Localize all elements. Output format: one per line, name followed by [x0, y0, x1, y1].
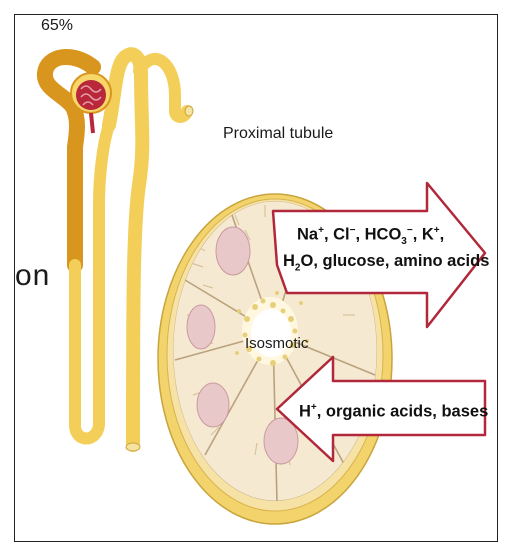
distal-tubule — [109, 54, 142, 445]
nucleus — [187, 305, 215, 349]
cropped-word: on — [15, 259, 50, 293]
reabsorbed-ions-line: Na+, Cl−, HCO3−, K+, — [297, 221, 444, 252]
percent-label: 65% — [41, 17, 73, 35]
duct-end — [126, 443, 140, 451]
reabsorbed-solutes-line: H2O, glucose, amino acids — [283, 251, 489, 278]
nucleus — [197, 383, 229, 427]
nucleus — [216, 227, 250, 275]
figure-frame: 65% on Proximal tubule Isosmotic Na+, Cl… — [14, 14, 498, 542]
glomerulus — [76, 80, 106, 110]
nephron-diagram — [15, 15, 498, 542]
tubule-title: Proximal tubule — [223, 125, 333, 143]
secreted-solutes-line: H+, organic acids, bases — [299, 398, 488, 422]
lumen-label: Isosmotic — [245, 335, 308, 352]
